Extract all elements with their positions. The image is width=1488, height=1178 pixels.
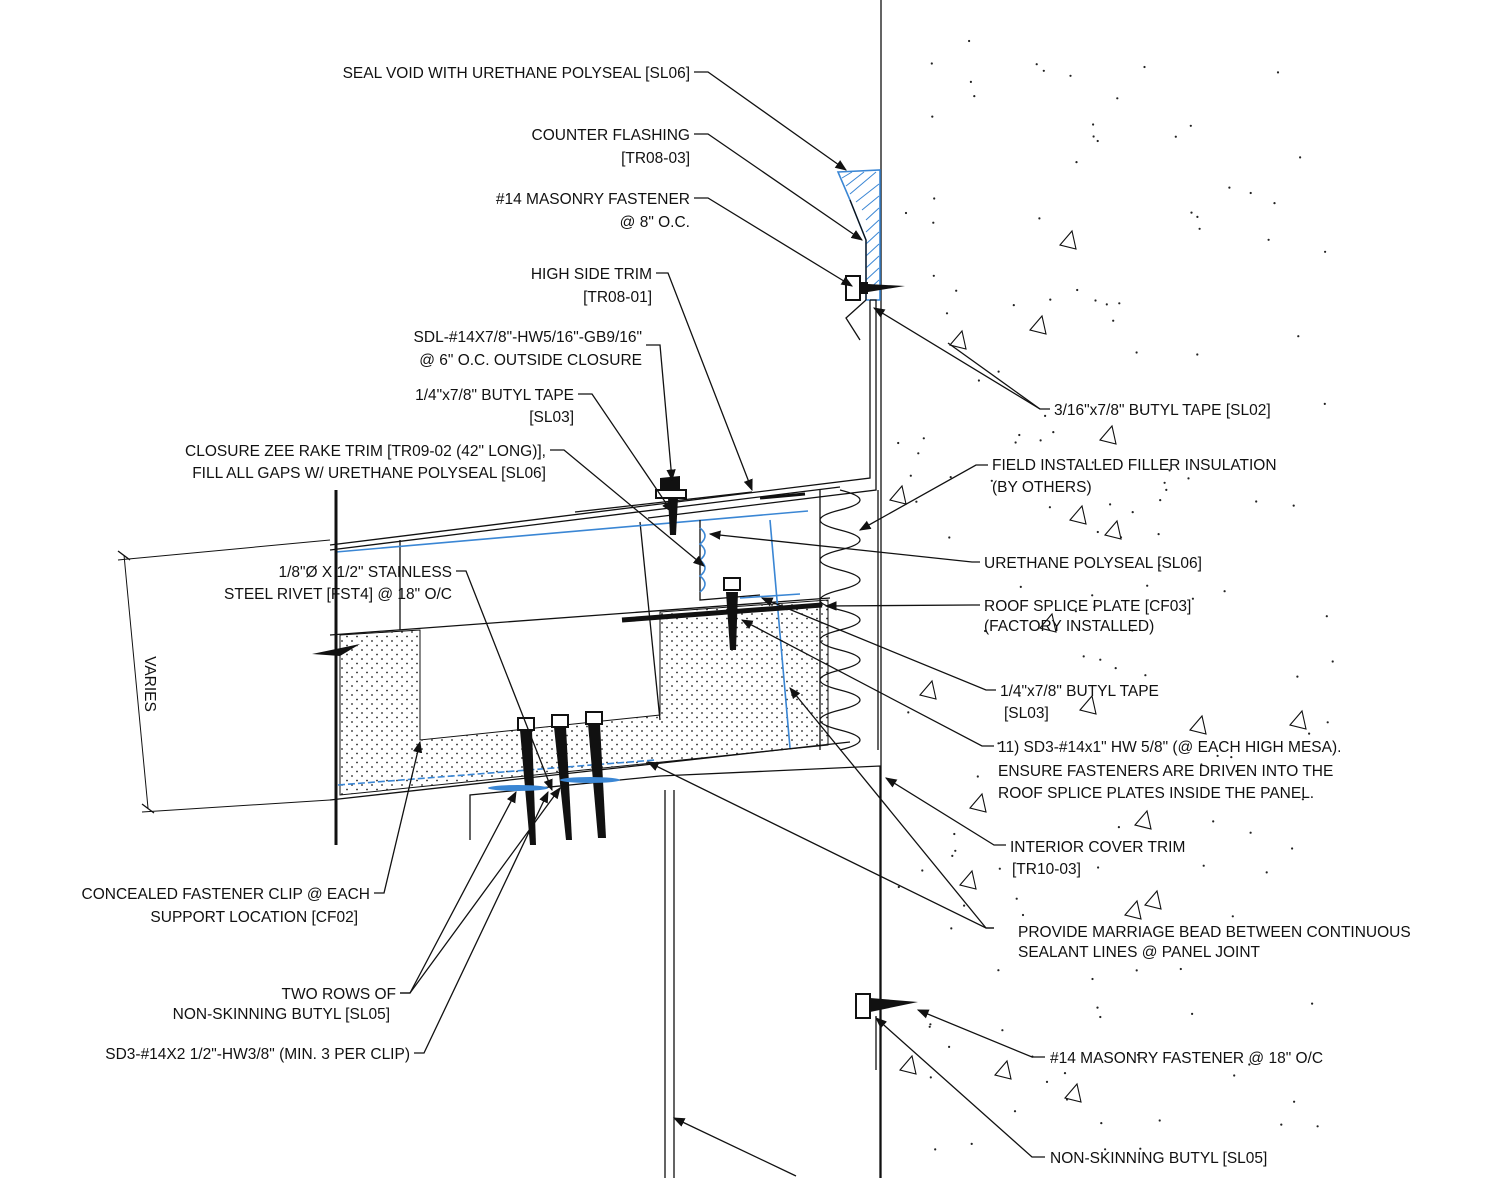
leader-lines xyxy=(374,71,1050,1177)
sdl-fastener xyxy=(655,476,687,535)
left-labels: SEAL VOID WITH URETHANE POLYSEAL [SL06] … xyxy=(82,65,691,1063)
label-concealed-clip: CONCEALED FASTENER CLIP @ EACH xyxy=(82,886,371,903)
roof-splice-plate xyxy=(621,593,823,623)
label-two-rows: TWO ROWS OF xyxy=(281,986,396,1003)
label-concealed-clip-location: SUPPORT LOCATION [CF02] xyxy=(150,909,358,926)
varies-label: VARIES xyxy=(141,656,158,712)
label-splice-plate: ROOF SPLICE PLATE [CF03] xyxy=(984,598,1191,615)
label-two-rows-butyl: NON-SKINNING BUTYL [SL05] xyxy=(173,1006,390,1023)
roof-panel xyxy=(329,486,851,801)
label-masonry-fastener-8: #14 MASONRY FASTENER xyxy=(496,191,690,208)
label-butyl-tape-upper-code: [SL03] xyxy=(529,409,574,426)
label-masonry-fastener-8-spacing: @ 8" O.C. xyxy=(620,214,690,231)
label-butyl-tape-upper: 1/4"x7/8" BUTYL TAPE xyxy=(415,387,574,404)
label-high-side-trim-code: [TR08-01] xyxy=(583,289,652,306)
label-filler-insulation-by: (BY OTHERS) xyxy=(992,479,1092,496)
label-high-side-trim: HIGH SIDE TRIM xyxy=(531,266,652,283)
masonry-wall xyxy=(880,0,1334,1178)
high-side-trim xyxy=(329,299,877,546)
label-sd3-mesa-splice: ROOF SPLICE PLATES INSIDE THE PANEL. xyxy=(998,785,1314,802)
label-filler-insulation: FIELD INSTALLED FILLER INSULATION xyxy=(992,457,1277,474)
label-rivet: 1/8"Ø X 1/2" STAINLESS xyxy=(278,564,452,581)
label-sd3-mesa-ensure: ENSURE FASTENERS ARE DRIVEN INTO THE xyxy=(998,763,1333,780)
label-butyl-tape-sl02: 3/16"x7/8" BUTYL TAPE [SL02] xyxy=(1054,402,1271,419)
varies-dimension: VARIES xyxy=(117,539,331,814)
label-interior-trim-code: [TR10-03] xyxy=(1012,861,1081,878)
label-splice-plate-factory: (FACTORY INSTALLED) xyxy=(984,618,1154,635)
label-sd3-clip: SD3-#14X2 1/2"-HW3/8" (MIN. 3 PER CLIP) xyxy=(105,1046,410,1063)
label-marriage-bead: PROVIDE MARRIAGE BEAD BETWEEN CONTINUOUS xyxy=(1018,924,1411,941)
masonry-fastener-top xyxy=(845,275,905,301)
splice-fastener xyxy=(723,577,741,650)
counter-flashing xyxy=(836,169,881,341)
label-butyl-tape-lower-code: [SL03] xyxy=(1004,705,1049,722)
label-closure-zee-fill: FILL ALL GAPS W/ URETHANE POLYSEAL [SL06… xyxy=(192,465,546,482)
label-interior-trim: INTERIOR COVER TRIM xyxy=(1010,839,1185,856)
label-marriage-bead-joint: SEALANT LINES @ PANEL JOINT xyxy=(1018,944,1261,961)
label-counter-flashing: COUNTER FLASHING xyxy=(532,127,690,144)
label-non-skinning-butyl: NON-SKINNING BUTYL [SL05] xyxy=(1050,1150,1267,1167)
right-labels: 3/16"x7/8" BUTYL TAPE [SL02] FIELD INSTA… xyxy=(984,402,1411,1167)
label-sdl-fastener: SDL-#14X7/8"-HW5/16"-GB9/16" xyxy=(414,329,642,346)
label-sdl-fastener-spacing: @ 6" O.C. OUTSIDE CLOSURE xyxy=(419,352,642,369)
label-masonry-fastener-18: #14 MASONRY FASTENER @ 18" O/C xyxy=(1050,1050,1323,1067)
filler-insulation xyxy=(819,489,879,751)
masonry-fastener-bottom xyxy=(855,993,918,1070)
concrete-aggregate-pattern xyxy=(889,39,1334,1151)
label-counter-flashing-code: [TR08-03] xyxy=(621,150,690,167)
label-rivet-spec: STEEL RIVET [FST4] @ 18" O/C xyxy=(224,586,452,603)
label-butyl-tape-lower: 1/4"x7/8" BUTYL TAPE xyxy=(1000,683,1159,700)
panel-edge-left xyxy=(312,490,360,845)
label-urethane-polyseal: URETHANE POLYSEAL [SL06] xyxy=(984,555,1202,572)
label-sd3-mesa: 11) SD3-#14x1" HW 5/8" (@ EACH HIGH MESA… xyxy=(998,739,1341,756)
concealed-clip xyxy=(469,765,881,1178)
label-seal-void: SEAL VOID WITH URETHANE POLYSEAL [SL06] xyxy=(343,65,690,82)
label-closure-zee: CLOSURE ZEE RAKE TRIM [TR09-02 (42" LONG… xyxy=(185,443,546,460)
